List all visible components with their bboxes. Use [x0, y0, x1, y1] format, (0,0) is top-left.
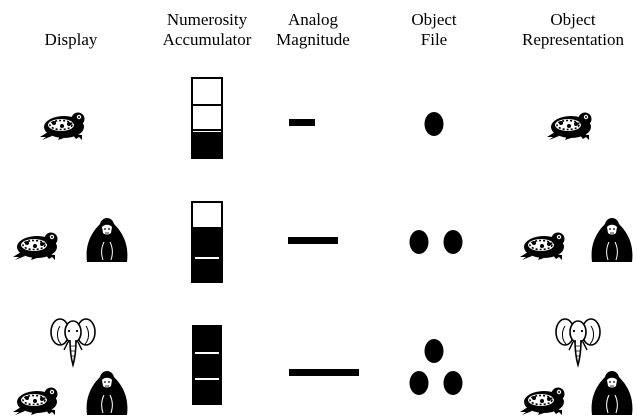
numerosity-accumulator	[192, 325, 222, 405]
object-file-token	[424, 112, 444, 136]
header-magnitude-line1: Analog	[287, 10, 339, 29]
header-magnitude: Analog Magnitude	[243, 10, 383, 50]
header-accumulator-line1: Numerosity	[166, 10, 248, 29]
object-file-token	[409, 230, 429, 254]
header-representation: Object Representation	[503, 10, 637, 50]
elephant-icon	[50, 318, 96, 366]
frog-icon	[39, 111, 86, 141]
gorilla-icon	[86, 370, 128, 416]
object-file-token	[443, 230, 463, 254]
object-file-token	[443, 371, 463, 395]
header-representation-line2: Representation	[522, 30, 624, 49]
elephant-icon	[555, 318, 601, 366]
object-file-token	[409, 371, 429, 395]
header-file: Object File	[364, 10, 504, 50]
object-file-token	[424, 339, 444, 363]
numerosity-accumulator	[191, 77, 223, 159]
header-representation-line1: Object	[550, 10, 596, 29]
gorilla-icon	[591, 217, 633, 263]
frog-icon	[12, 386, 59, 416]
frog-icon	[519, 231, 566, 261]
analog-magnitude-bar	[289, 369, 359, 376]
header-display-line2: Display	[44, 30, 98, 49]
numerosity-accumulator	[191, 201, 223, 283]
gorilla-icon	[86, 217, 128, 263]
header-accumulator: Numerosity Accumulator	[137, 10, 277, 50]
header-accumulator-line2: Accumulator	[162, 30, 252, 49]
gorilla-icon	[591, 370, 633, 416]
analog-magnitude-bar	[289, 119, 315, 126]
frog-icon	[12, 231, 59, 261]
header-display: Display	[1, 10, 141, 50]
frog-icon	[519, 386, 566, 416]
header-file-line2: File	[420, 30, 448, 49]
header-file-line1: Object	[411, 10, 457, 29]
analog-magnitude-bar	[288, 237, 338, 244]
frog-icon	[546, 111, 593, 141]
header-magnitude-line2: Magnitude	[276, 30, 350, 49]
